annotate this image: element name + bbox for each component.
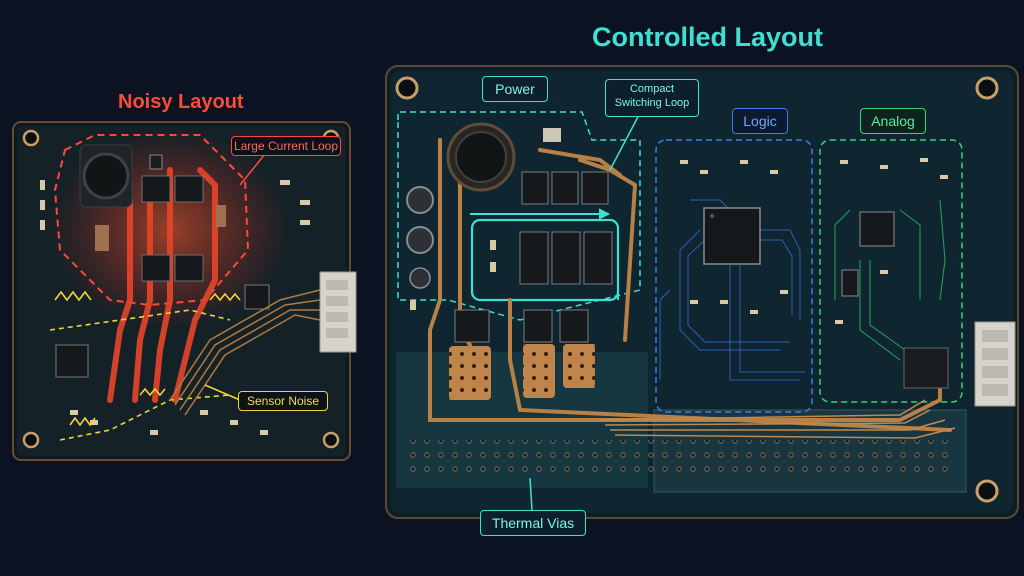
power-zone-label: Power — [482, 76, 548, 102]
analog-zone-label: Analog — [860, 108, 926, 134]
power-zone-outline — [397, 111, 641, 321]
noisy-connector — [319, 271, 357, 353]
controlled-mosfets-bottom — [454, 309, 589, 343]
controlled-signal-traces — [599, 399, 956, 439]
compact-loop-outline — [470, 218, 620, 302]
controlled-layout-title: Controlled Layout — [592, 22, 823, 52]
compact-label-line1: Compact — [629, 83, 675, 95]
noisy-mosfets — [141, 175, 204, 282]
noisy-microcontroller — [55, 284, 270, 378]
noisy-board — [12, 121, 357, 461]
compact-label-line2: Switching Loop — [614, 97, 690, 109]
analog-zone-outline — [819, 139, 963, 403]
controlled-mosfets-mid — [519, 231, 613, 285]
noisy-callout-leaders — [204, 153, 266, 401]
noisy-power-traces — [107, 167, 218, 403]
controlled-mosfets-top — [521, 171, 609, 205]
logic-traces — [659, 199, 805, 381]
logic-zone-label: Logic — [732, 108, 788, 134]
noisy-small-parts — [40, 154, 310, 435]
controlled-inductor — [446, 122, 516, 192]
controlled-board — [385, 65, 1019, 519]
compact-loop-arrows — [470, 208, 619, 300]
sensor-noise-traces — [49, 290, 241, 441]
thermal-via-array — [410, 440, 950, 480]
noisy-layout-title: Noisy Layout — [118, 91, 244, 113]
controlled-mounting-holes — [395, 76, 999, 503]
logic-microcontroller — [703, 207, 761, 265]
bulk-capacitors — [406, 186, 434, 289]
analog-traces — [834, 199, 946, 361]
analog-ic — [841, 211, 895, 297]
controlled-callout-leaders — [529, 112, 641, 511]
compact-switching-loop-label: Compact Switching Loop — [605, 79, 699, 117]
large-current-loop-label: Large Current Loop — [231, 136, 341, 156]
noisy-mounting-holes — [22, 129, 340, 449]
thermal-vias-label: Thermal Vias — [480, 510, 586, 536]
controlled-connector — [903, 321, 1016, 407]
noisy-inductor — [79, 144, 133, 208]
sensor-noise-label: Sensor Noise — [238, 391, 328, 411]
controlled-small-parts — [410, 128, 948, 324]
thermal-via-pads — [449, 344, 595, 400]
